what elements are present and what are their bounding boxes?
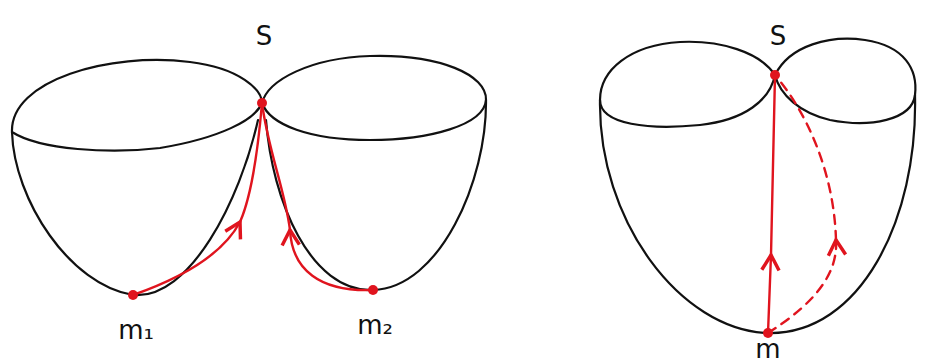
point-label: m₂ (357, 312, 393, 338)
point-label: m₁ (118, 317, 154, 343)
point-s-right (770, 70, 780, 80)
right-bowl-rim (262, 56, 486, 140)
path-m-to-s-solid (768, 255, 771, 333)
left-bowl-side (12, 120, 258, 295)
right-bowl-side (266, 100, 486, 290)
point-label: m (755, 336, 780, 362)
path-m1-to-s (133, 222, 240, 295)
path-m1-to-s-end (240, 103, 262, 222)
point-m2 (368, 285, 378, 295)
path-m2-to-s-end (262, 103, 290, 230)
path-m-to-s-dashed-end (775, 75, 836, 240)
merged-surface-side (600, 95, 915, 333)
point-label: S (256, 23, 273, 49)
path-m2-to-s (290, 230, 373, 290)
point-label: S (770, 23, 787, 49)
path-m-to-s-solid-end (771, 75, 775, 255)
merged-rim-left (600, 42, 775, 127)
left-bowl-rim (12, 60, 262, 151)
merged-rim-right (775, 39, 915, 123)
path-m-to-s-dashed (768, 240, 836, 333)
point-s-left (257, 98, 267, 108)
point-m1 (128, 290, 138, 300)
